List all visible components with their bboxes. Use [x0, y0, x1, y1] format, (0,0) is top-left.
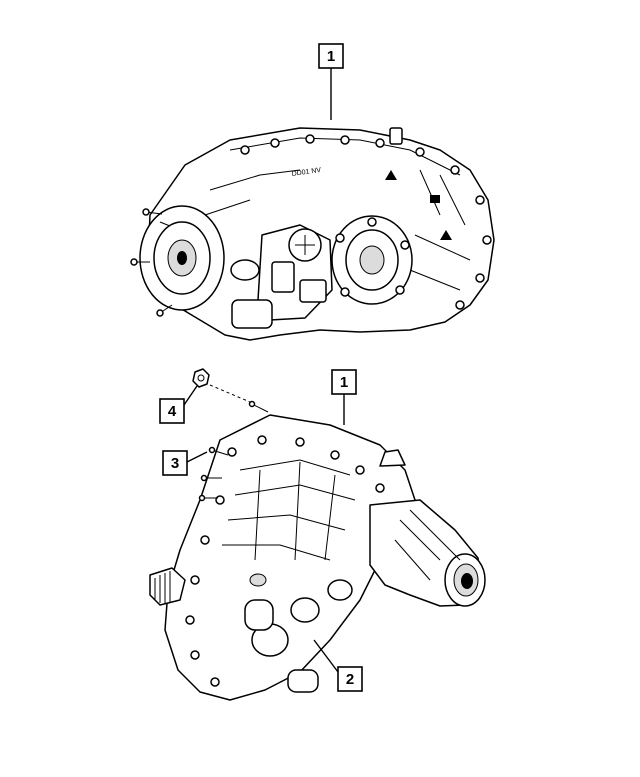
callout-2-label: 2 — [346, 671, 354, 688]
callout-1-bottom-label: 1 — [340, 374, 348, 391]
callout-1-top[interactable]: 1 — [318, 43, 344, 120]
top-transfer-case-illustration: DD01 NV — [130, 127, 495, 341]
bottom-transfer-case-illustration — [149, 414, 486, 701]
callout-4-label: 4 — [168, 403, 177, 420]
callout-4[interactable]: 4 — [159, 385, 198, 424]
callout-3-label: 3 — [171, 455, 179, 472]
nut-part — [192, 368, 251, 403]
callout-1-bottom[interactable]: 1 — [331, 369, 357, 425]
callout-3[interactable]: 3 — [162, 450, 208, 476]
studs-group — [198, 400, 269, 502]
callout-1-top-label: 1 — [327, 48, 335, 65]
svg-text:DD01 NV: DD01 NV — [291, 167, 322, 178]
callout-2[interactable]: 2 — [313, 639, 363, 692]
